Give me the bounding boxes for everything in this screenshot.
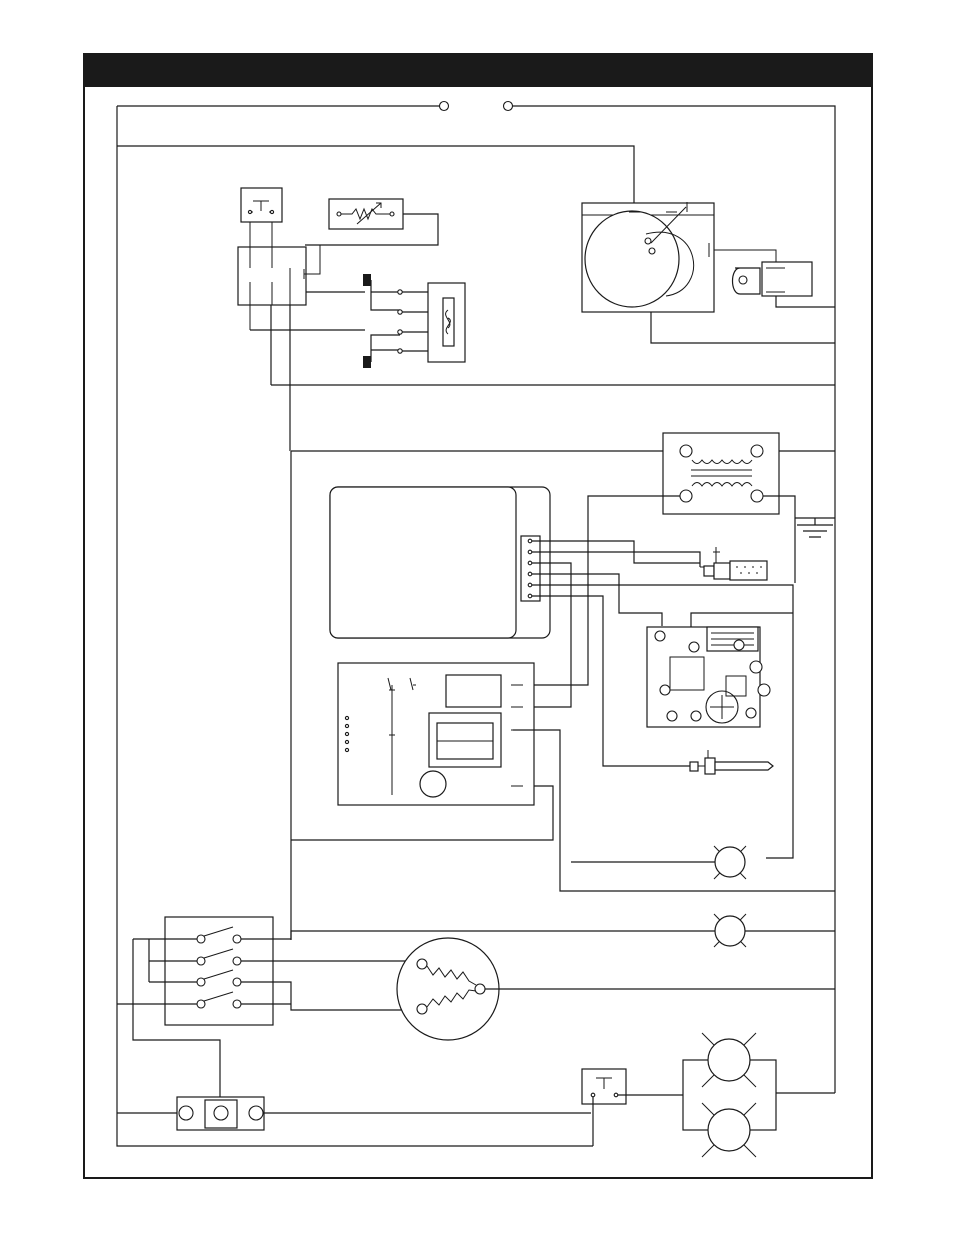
- gas-valve: [647, 613, 793, 727]
- fan-motor: [397, 938, 835, 1040]
- terminal-strip: [363, 274, 465, 368]
- blower-motor: [582, 202, 776, 312]
- indicator-lamp-1: [571, 846, 746, 879]
- ground: [795, 518, 835, 537]
- rheostat: [305, 199, 438, 245]
- limit-switch-bottom: [582, 1069, 683, 1146]
- igniter: [700, 547, 767, 580]
- power-terminals: [440, 102, 513, 111]
- indicator-lamp-2: [714, 914, 835, 947]
- switch-block: [238, 222, 365, 451]
- lamp-pair: [683, 1033, 835, 1157]
- flame-sensor: [690, 750, 773, 774]
- limit-switch-top: [241, 188, 282, 222]
- motor-capacitor: [733, 262, 813, 296]
- rocker-switch: [117, 1097, 591, 1130]
